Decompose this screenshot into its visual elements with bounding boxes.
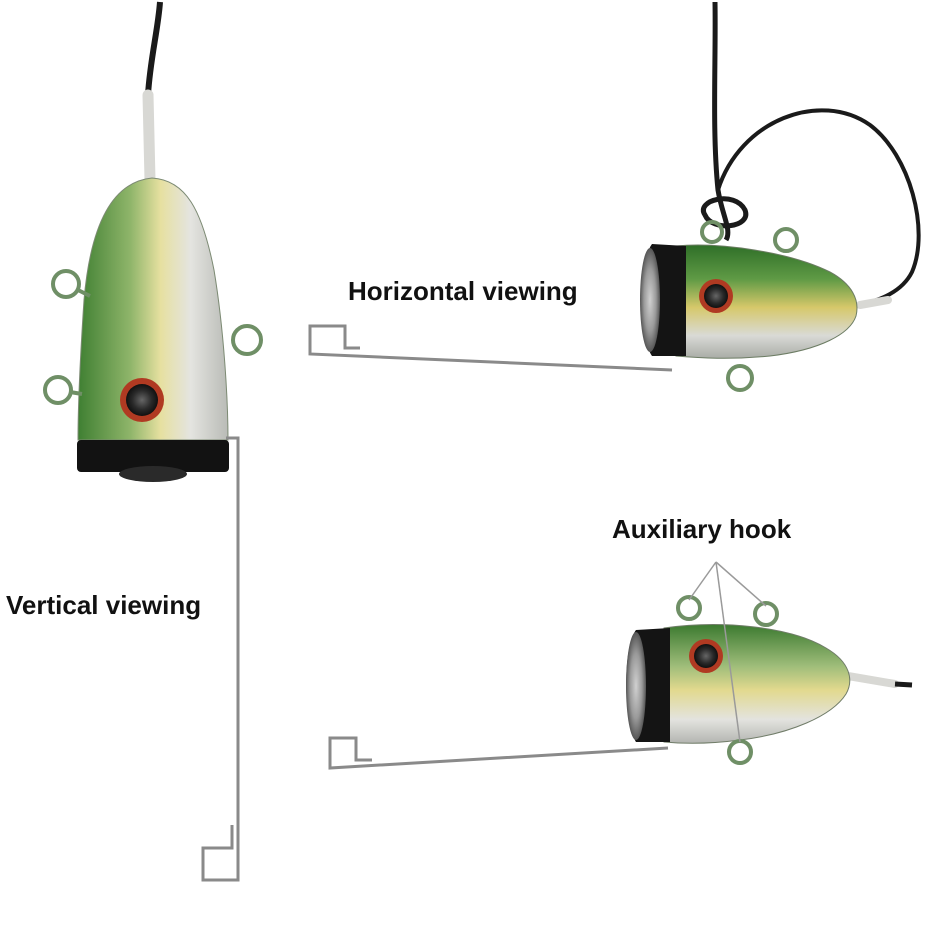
auxiliary-camera-body <box>663 624 851 744</box>
vertical-cable <box>145 1 163 96</box>
auxiliary-pointer-lines <box>688 561 767 743</box>
vertical-wire-bracket <box>201 436 240 882</box>
horizontal-wire-bracket <box>308 324 673 372</box>
horizontal-viewing-label: Horizontal viewing <box>348 276 578 306</box>
auxiliary-cable <box>844 672 899 688</box>
auxiliary-hook-label: Auxiliary hook <box>612 514 792 544</box>
vertical-camera-lens-rim <box>119 466 187 482</box>
auxiliary-camera-face <box>626 632 646 740</box>
horizontal-camera-face <box>640 248 660 352</box>
auxiliary-hook-ring <box>43 269 263 405</box>
vertical-viewing-label: Vertical viewing <box>6 590 202 620</box>
vertical-camera-cap <box>77 440 229 472</box>
auxiliary-hook-ring <box>700 220 799 392</box>
vertical-camera-body <box>77 177 229 441</box>
auxiliary-camera <box>328 561 913 770</box>
horizontal-camera-body <box>675 244 858 359</box>
vertical-cable-sleeve <box>142 89 156 186</box>
auxiliary-wire-bracket <box>328 736 669 770</box>
horizontal-camera <box>308 1 921 392</box>
vertical-camera <box>43 1 263 882</box>
horizontal-cable <box>712 1 731 242</box>
